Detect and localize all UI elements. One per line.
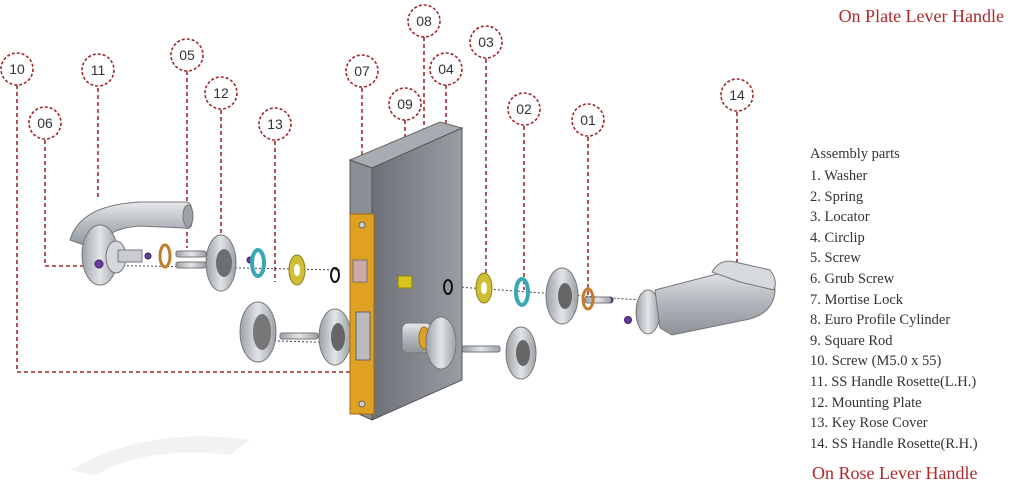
- callout-12: 12: [204, 76, 238, 110]
- svg-text:11: 11: [91, 62, 106, 78]
- mortise-lock: [348, 121, 464, 421]
- spring-left: [250, 248, 266, 278]
- legend-list: 1. Washer 2. Spring 3. Locator 4. Circli…: [810, 166, 978, 454]
- svg-text:09: 09: [397, 96, 413, 112]
- callout-07: 07: [345, 54, 379, 88]
- callout-10: 10: [0, 52, 34, 86]
- legend-item: 5. Screw: [810, 250, 861, 267]
- right-lever-handle: [635, 260, 776, 336]
- callout-04: 04: [429, 52, 463, 86]
- legend-item: 9. Square Rod: [810, 332, 893, 349]
- mounting-plate-left: [205, 234, 237, 292]
- svg-text:03: 03: [478, 34, 494, 50]
- legend-item: 11. SS Handle Rosette(L.H.): [810, 373, 977, 390]
- legend-item: 7. Mortise Lock: [810, 291, 904, 308]
- callout-05: 05: [170, 38, 204, 72]
- key-rose-cover-left: [239, 301, 352, 366]
- svg-text:08: 08: [416, 13, 432, 29]
- washer-left: [158, 243, 172, 269]
- legend-item: 2. Spring: [810, 188, 864, 205]
- callout-09: 09: [388, 87, 422, 121]
- svg-text:07: 07: [354, 63, 370, 79]
- legend-title: Assembly parts: [810, 146, 900, 162]
- heading-top: On Plate Lever Handle: [838, 6, 1004, 26]
- floor-shadow: [70, 436, 250, 475]
- callout-14: 14: [720, 78, 754, 112]
- svg-text:04: 04: [438, 61, 454, 77]
- callout-13: 13: [258, 107, 292, 141]
- callout-03: 03: [469, 25, 503, 59]
- callout-01: 01: [571, 103, 605, 137]
- legend-item: 8. Euro Profile Cylinder: [810, 312, 951, 329]
- legend-item: 12. Mounting Plate: [810, 394, 922, 411]
- legend-item: 4. Circlip: [810, 229, 865, 246]
- legend-item: 13. Key Rose Cover: [810, 415, 928, 432]
- legend-item: 10. Screw (M5.0 x 55): [810, 353, 942, 370]
- callout-08: 08: [407, 4, 441, 38]
- callout-06: 06: [28, 106, 62, 140]
- legend-item: 14. SS Handle Rosette(R.H.): [810, 435, 978, 452]
- svg-text:13: 13: [267, 116, 283, 132]
- svg-text:06: 06: [37, 115, 53, 131]
- legend-item: 3. Locator: [810, 209, 870, 226]
- svg-text:12: 12: [213, 85, 229, 101]
- callouts: 10 11 05 06 12 13 07 08 09 04 03 02 01 1…: [0, 4, 754, 141]
- svg-text:14: 14: [729, 87, 745, 103]
- svg-text:10: 10: [9, 61, 25, 77]
- heading-bottom: On Rose Lever Handle: [812, 463, 978, 483]
- left-lever-handle: [69, 201, 194, 286]
- legend-item: 1. Washer: [810, 168, 868, 184]
- callout-11: 11: [81, 53, 115, 87]
- assembly-parts-legend: Assembly parts 1. Washer 2. Spring 3. Lo…: [810, 146, 978, 454]
- callout-02: 02: [507, 92, 541, 126]
- legend-item: 6. Grub Screw: [810, 270, 895, 287]
- svg-text:05: 05: [179, 47, 195, 63]
- svg-text:01: 01: [580, 112, 596, 128]
- svg-text:02: 02: [516, 101, 532, 117]
